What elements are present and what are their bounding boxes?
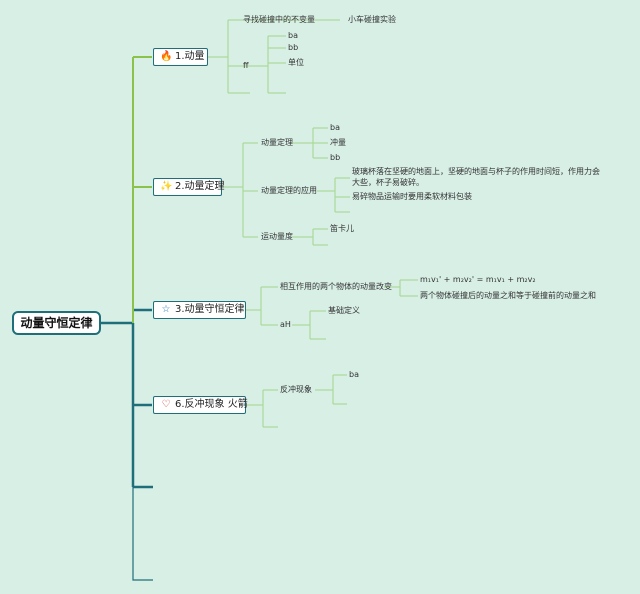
topic-conservation-law[interactable]: ☆ 3.动量守恒定律 — [153, 301, 246, 319]
topic-momentum[interactable]: 🔥1.动量 — [153, 48, 208, 66]
t2-connectors — [222, 127, 350, 246]
sparkle-icon: ✨ — [160, 181, 173, 192]
node-theorem-application[interactable]: 动量定理的应用 — [261, 186, 317, 195]
topic-label: 1.动量 — [175, 51, 205, 62]
star-icon: ☆ — [161, 304, 171, 315]
t3-connectors — [246, 279, 418, 340]
node-ba[interactable]: ba — [330, 123, 340, 132]
node-bb[interactable]: bb — [288, 43, 299, 52]
heart-icon: ♡ — [161, 399, 171, 410]
node-theorem[interactable]: 动量定理 — [261, 138, 293, 147]
trunk-lines-bottom — [132, 487, 153, 581]
node-recoil[interactable]: 反冲现象 — [280, 385, 312, 394]
node-ah[interactable]: aH — [280, 320, 291, 329]
topic-momentum-theorem[interactable]: ✨2.动量定理 — [153, 178, 225, 196]
node-impulse[interactable]: 冲量 — [330, 138, 346, 147]
node-ff[interactable]: ff — [243, 61, 249, 70]
trunk-lines — [101, 308, 153, 489]
node-conservation-formula[interactable]: m₁v₁' + m₂v₂' = m₁v₁ + m₂v₂ — [420, 275, 536, 284]
node-motion-measure[interactable]: 运动量度 — [261, 232, 293, 241]
fire-icon: 🔥 — [160, 51, 173, 62]
node-find-invariant[interactable]: 寻找碰撞中的不变量 — [243, 15, 315, 24]
node-descartes[interactable]: 笛卡儿 — [330, 224, 354, 233]
node-cart-collision-experiment[interactable]: 小车碰撞实验 — [348, 15, 396, 24]
t1-connectors — [208, 19, 340, 94]
trunk-lines-light — [132, 56, 152, 323]
node-unit[interactable]: 单位 — [288, 58, 304, 67]
root-topic[interactable]: 动量守恒定律 — [12, 311, 101, 335]
topic-label: 2.动量定理 — [175, 181, 225, 192]
node-bb[interactable]: bb — [330, 153, 341, 162]
t4-connectors — [246, 374, 347, 428]
node-basic-definition[interactable]: 基础定义 — [328, 306, 360, 315]
topic-label: 3.动量守恒定律 — [175, 304, 245, 315]
node-fragile-packaging[interactable]: 易碎物品运输时要用柔软材料包装 — [352, 192, 472, 201]
node-glass-cup-example[interactable]: 玻璃杯落在坚硬的地面上，坚硬的地面与杯子的作用时间短，作用力会大些，杯子易破碎。 — [352, 167, 600, 187]
trunk-spine-bottom — [132, 487, 153, 581]
topic-recoil-rocket[interactable]: ♡ 6.反冲现象 火箭 — [153, 396, 248, 414]
node-interacting-bodies[interactable]: 相互作用的两个物体的动量改变 — [280, 282, 392, 291]
node-ba[interactable]: ba — [349, 370, 359, 379]
node-conservation-statement[interactable]: 两个物体碰撞后的动量之和等于碰撞前的动量之和 — [420, 291, 596, 300]
node-ba[interactable]: ba — [288, 31, 298, 40]
topic-label: 6.反冲现象 火箭 — [175, 399, 248, 410]
